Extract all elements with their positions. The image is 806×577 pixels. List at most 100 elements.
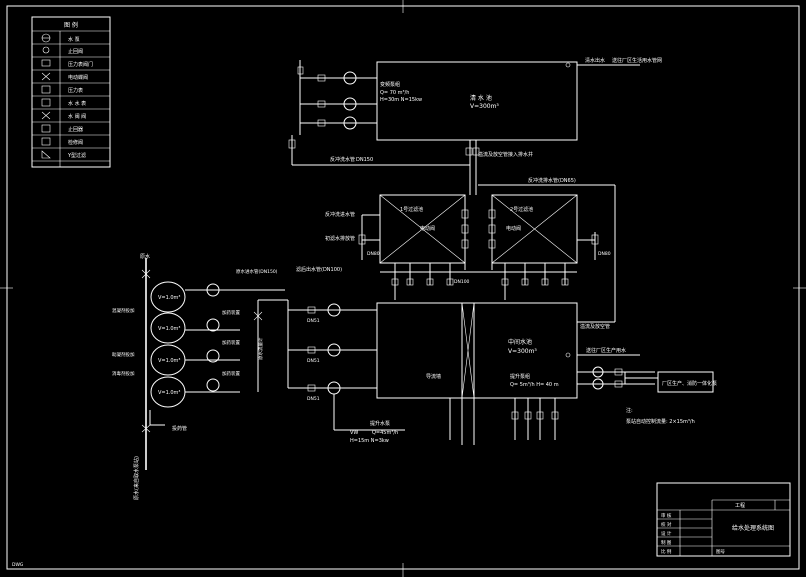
valve-icon xyxy=(591,234,599,245)
lift-head: H=15m N=3kw xyxy=(350,438,389,444)
lift-flow: Q=45m³/h xyxy=(372,430,398,436)
title-row: 校 对 xyxy=(661,521,672,528)
side-label: 加药装置 xyxy=(222,339,240,346)
top-pump-flow: Q= 70 m³/h xyxy=(380,90,409,96)
tank-volume: V=1.0m³ xyxy=(158,295,180,301)
valve-icon xyxy=(488,224,496,234)
valve-icon xyxy=(317,100,326,108)
valve-icon xyxy=(461,209,469,219)
top-tank-name: 清 水 池 xyxy=(470,94,492,102)
pump-icon xyxy=(327,343,341,357)
title-row: 制 图 xyxy=(661,539,672,546)
valve-icon xyxy=(461,224,469,234)
filter-right-name: 2号过滤池 xyxy=(510,206,533,213)
filter-dn-left: DN80 xyxy=(367,251,380,257)
mid-pump-label: 提升泵组 xyxy=(510,373,530,380)
title-header: 工程 xyxy=(735,502,745,509)
legend-row: 水 水 表 xyxy=(68,100,86,107)
gauge-icon xyxy=(297,66,304,75)
main-pipe-label: 原水进水管(DN150) xyxy=(236,268,278,275)
bottom-label: 原水(来自取水泵站) xyxy=(133,456,140,500)
filter-left-name: 1号过滤池 xyxy=(400,206,423,213)
pressure-tanks: 原水 V=1.0m³ V=1.0m³ V=1.0m³ V=1.0m³ 混凝剂投加… xyxy=(112,253,288,500)
mid-overflow-top: 溢流及放空管 xyxy=(580,323,610,330)
top-pump-label: 变频泵组 xyxy=(380,81,400,88)
tank-volume: V=1.0m³ xyxy=(158,358,180,364)
pump-icon xyxy=(206,378,220,392)
legend-row: 水 阀 阀 xyxy=(68,113,86,120)
dose-label: 混凝剂投加 xyxy=(112,307,135,314)
valve-icon xyxy=(488,239,496,249)
legend-table: 图 例 水 泵 止回阀 压力表阀门 电动蝶阀 压力表 水 水 表 水 阀 阀 止… xyxy=(31,16,111,168)
top-pump-head: H=30m N=15kw xyxy=(380,97,422,103)
mid-tank-name: 中间水池 xyxy=(508,338,532,346)
backwash-top: 反冲洗排水管(DN65) xyxy=(528,177,576,184)
valve-icon xyxy=(307,306,316,314)
valve-icon xyxy=(614,368,623,376)
lift-label: 提升水泵 xyxy=(370,420,390,427)
valve-icon xyxy=(41,111,51,120)
inlet-label: 原水 xyxy=(140,253,150,260)
valve-icon xyxy=(358,234,366,245)
middle-tank: 导流墙 中间水池 V=300m³ 提升泵组 Q= 5m³/h H= 40 m 溢… xyxy=(287,300,658,445)
pump-icon xyxy=(206,318,220,332)
filter-right-side: 初滤水排放管 xyxy=(325,235,355,242)
top-outlet-label: 清水出水 xyxy=(585,57,605,64)
title-row: 设 计 xyxy=(661,530,672,537)
drawing-number: 图号 xyxy=(716,549,725,555)
corner-label: DWG xyxy=(12,562,24,568)
valve-icon xyxy=(317,74,326,82)
pump-icon xyxy=(327,303,341,317)
filter-valve-a: 电动阀 xyxy=(420,225,435,232)
side-label: 加药装置 xyxy=(222,309,240,316)
return-detail: DN150 xyxy=(356,157,373,163)
valve-icon xyxy=(488,209,496,219)
pump-icon xyxy=(206,283,220,297)
right-unit: 厂区生产、消防一体化泵 注: 泵站自动控制流量: 2×15m³/h xyxy=(626,371,717,425)
legend-row: 压力表 xyxy=(68,87,83,94)
overflow-label: 溢流及放空管接入排水井 xyxy=(478,151,533,158)
valve-icon xyxy=(317,119,326,127)
legend-row: Y型过滤 xyxy=(67,152,86,159)
legend-row: 水 泵 xyxy=(68,36,80,43)
return-label: 反冲洗水管 xyxy=(330,156,355,163)
gauge-icon xyxy=(41,85,51,94)
legend-title: 图 例 xyxy=(64,21,78,29)
legend-row: 止回器 xyxy=(68,126,83,133)
right-unit-label: 厂区生产、消防一体化泵 xyxy=(662,380,717,387)
filter-icon xyxy=(41,150,51,159)
drawing-name: 给水处理系统图 xyxy=(732,524,774,532)
legend-row: 电动蝶阀 xyxy=(68,74,88,81)
pump-icon xyxy=(343,97,357,111)
top-tank-volume: V=300m³ xyxy=(470,103,499,110)
pump-icon xyxy=(592,366,604,378)
valve-icon xyxy=(288,139,296,149)
filter-valve-b: 电动阀 xyxy=(506,225,521,232)
check-valve-icon xyxy=(42,46,50,54)
filter-left-side: 反冲洗进水管 xyxy=(325,211,355,218)
filter-pipe-note: DN100 xyxy=(454,279,470,285)
dn-label: DN51 xyxy=(307,318,320,324)
partition-label: 导流墙 xyxy=(426,373,441,380)
valve-icon xyxy=(461,239,469,249)
repair-valve-icon xyxy=(41,137,51,146)
valve-icon xyxy=(307,346,316,354)
stopper-icon xyxy=(41,124,51,133)
valve-icon xyxy=(141,269,151,279)
right-note: 注: xyxy=(626,407,633,414)
top-tank: 清 水 池 V=300m³ 变频泵组 Q= 70 m³/h H=30m N=15… xyxy=(288,57,662,195)
mid-outlet-label: 送往厂区生产用水 xyxy=(586,347,626,354)
vw-label: VW xyxy=(350,430,358,436)
pump-icon xyxy=(343,71,357,85)
flow-label: 原水流量计 xyxy=(257,337,264,360)
title-block: 工程 审 核 校 对 设 计 制 图 比 例 给水处理系统图 图号 xyxy=(656,482,791,557)
mid-tank-volume: V=300m³ xyxy=(508,348,537,355)
pump-icon xyxy=(206,349,220,363)
backwash-label: 滤后出水管(DN100) xyxy=(296,266,342,273)
tank-volume: V=1.0m³ xyxy=(158,390,180,396)
valve-icon xyxy=(253,311,263,321)
top-outlet-dest: 送往厂区生活用水管网 xyxy=(612,57,662,64)
pressure-tank xyxy=(150,312,186,344)
butterfly-valve-icon xyxy=(41,72,51,81)
filter-dn-right: DN80 xyxy=(598,251,611,257)
